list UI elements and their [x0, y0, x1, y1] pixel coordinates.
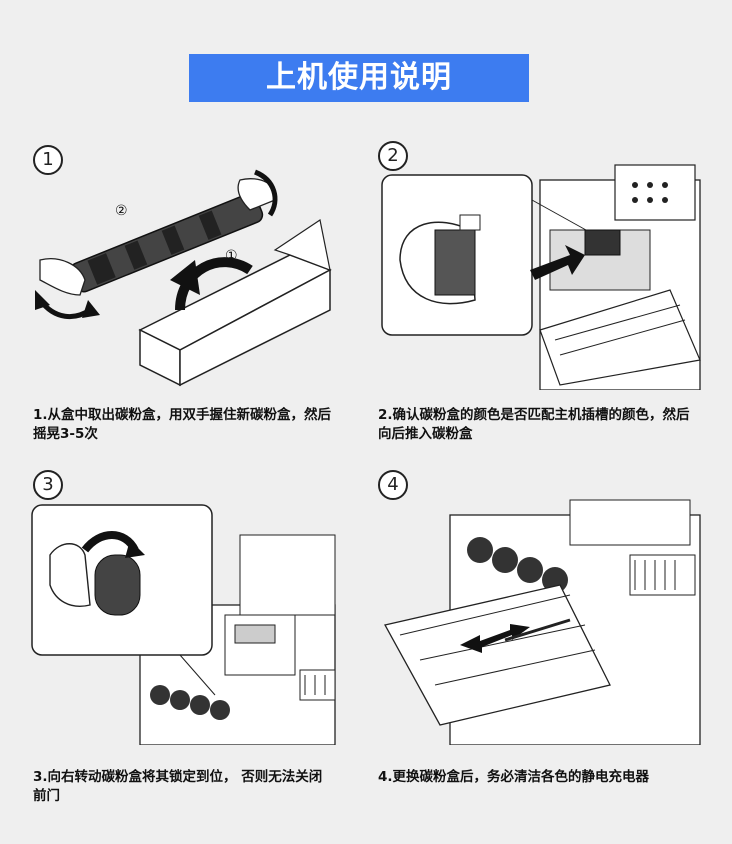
step-1-illustration: ② ①	[30, 160, 340, 390]
insert-toner-drawing	[381, 164, 701, 390]
step-1-label-2: ②	[115, 203, 128, 219]
clean-charger-drawing	[384, 499, 701, 745]
step-3-illustration	[30, 495, 340, 745]
step-4-number: 4	[378, 470, 408, 500]
toner-shake-drawing: ② ①	[35, 169, 332, 387]
step-3-caption: 3.向右转动碳粉盒将其锁定到位， 否则无法关闭前门	[33, 769, 323, 804]
step-1-caption: 1.从盒中取出碳粉盒，用双手握住新碳粉盒，然后摇晃3-5次	[33, 407, 332, 442]
step-3-number: 3	[33, 470, 63, 500]
step-1-number: 1	[33, 145, 63, 175]
step-2-illustration	[380, 160, 710, 390]
step-4-illustration	[380, 495, 710, 745]
step-2-caption: 2.确认碳粉盒的颜色是否匹配主机插槽的颜色，然后向后推入碳粉盒	[378, 407, 690, 442]
step-4-caption: 4.更换碳粉盒后，务必清洁各色的静电充电器	[378, 769, 650, 785]
rotate-toner-drawing	[31, 504, 336, 745]
page-title: 上机使用说明	[189, 54, 529, 102]
step-2-number: 2	[378, 141, 408, 171]
step-1-label-1: ①	[225, 248, 238, 264]
